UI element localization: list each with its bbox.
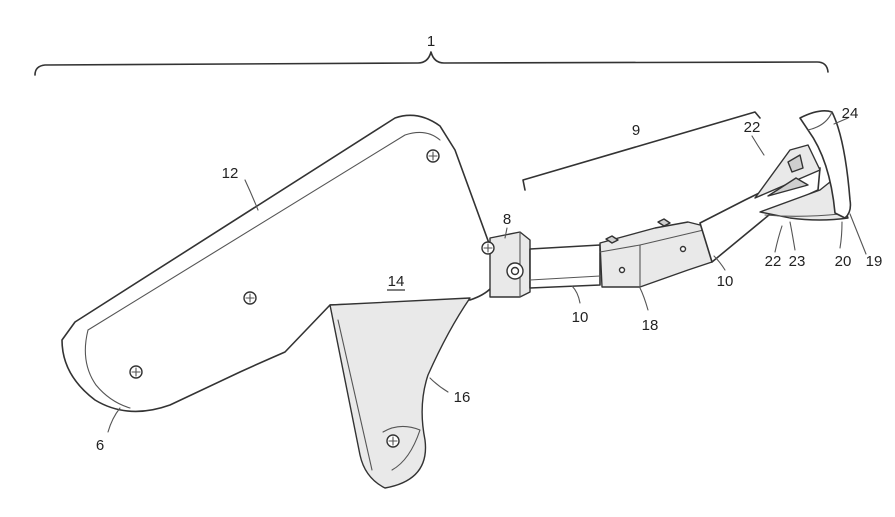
label-trigger: 16 (454, 389, 471, 406)
label-collar: 18 (642, 317, 659, 334)
label-top-edge: 12 (222, 165, 239, 182)
label-tip-edge: 19 (866, 253, 883, 270)
label-joint: 8 (503, 211, 511, 228)
label-side-face: 14 (388, 273, 405, 290)
collar (600, 219, 712, 287)
label-shaft-a: 10 (572, 309, 589, 326)
label-fork-center: 23 (789, 253, 806, 270)
shaft-group-bracket (523, 112, 760, 190)
screw (244, 292, 256, 304)
assembly-bracket (35, 52, 828, 75)
label-fork-lower: 22 (765, 253, 782, 270)
label-shaft-b: 10 (717, 273, 734, 290)
trigger (330, 298, 470, 488)
screw (387, 435, 399, 447)
label-fork-upper: 22 (744, 119, 761, 136)
label-assembly: 1 (427, 33, 435, 50)
label-heel: 6 (96, 437, 104, 454)
shaft-segment (530, 245, 600, 288)
label-shaft-group: 9 (632, 122, 640, 139)
screw (427, 150, 439, 162)
screw (130, 366, 142, 378)
label-end-cap: 24 (842, 105, 859, 122)
label-tip-body: 20 (835, 253, 852, 270)
